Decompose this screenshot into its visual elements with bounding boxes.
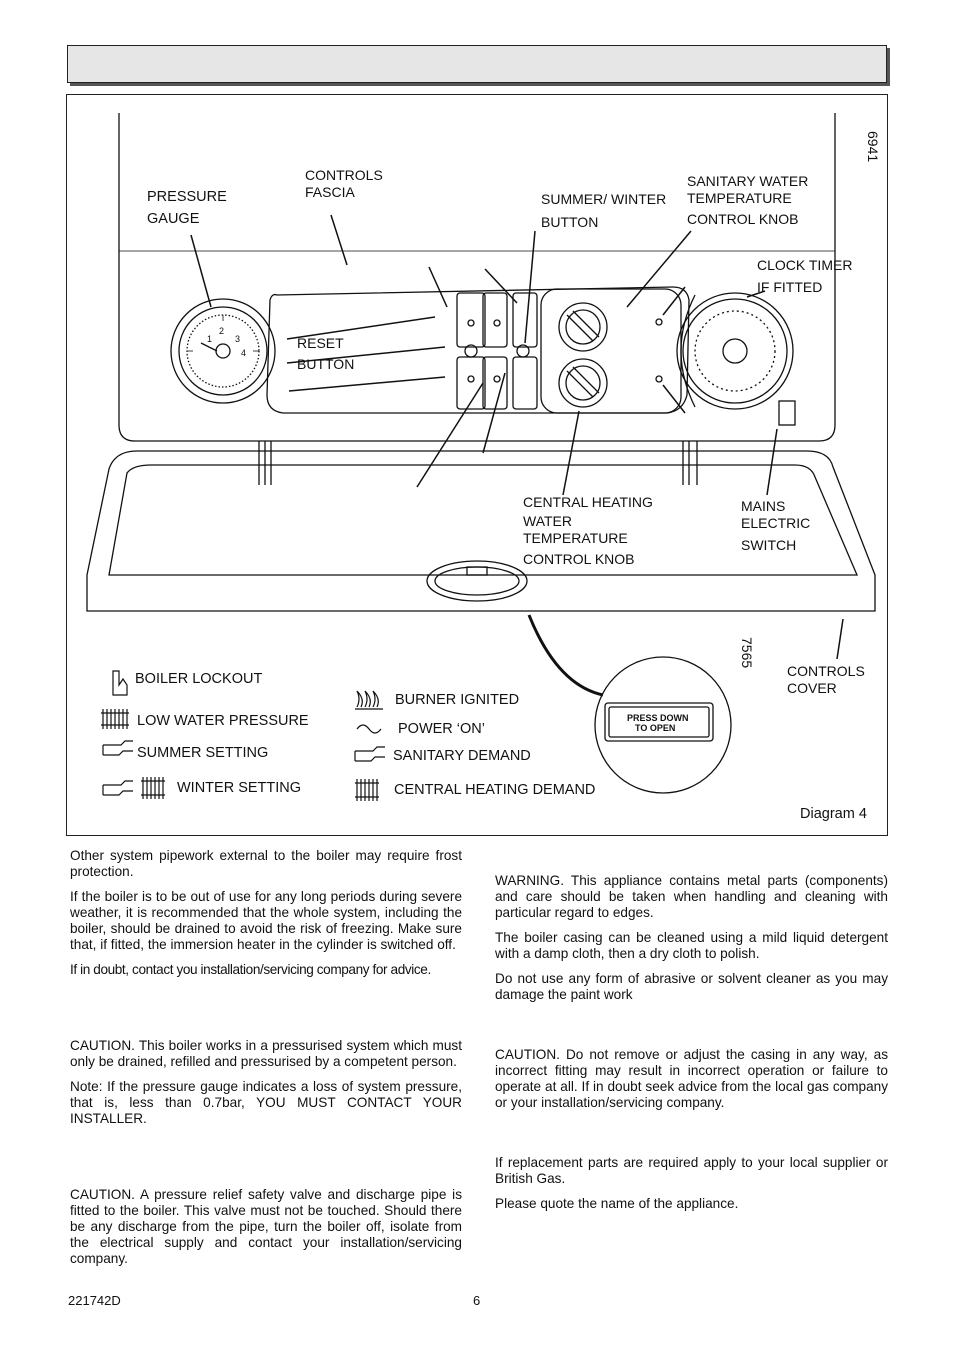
low-water-pressure-icon	[101, 709, 129, 729]
left-paragraph-6: CAUTION. A pressure relief safety valve …	[70, 1187, 462, 1266]
reset-button-label-1: RESET	[297, 335, 344, 351]
sanitary-demand-icon	[354, 746, 385, 762]
legend-burner-ignited: BURNER IGNITED	[395, 692, 520, 708]
controls-fascia-label-1: CONTROLS	[305, 167, 383, 183]
diagram-code-top: 6941	[865, 131, 881, 163]
mains-switch-label-1: MAINS	[741, 498, 786, 514]
reset-button-label-2: BUTTON	[297, 356, 355, 372]
legend-sanitary-demand: SANITARY DEMAND	[393, 748, 531, 764]
left-text-column: Other system pipework external to the bo…	[70, 848, 462, 987]
legend-low-water-pressure: LOW WATER PRESSURE	[137, 713, 309, 729]
controls-cover-label-2: COVER	[787, 680, 837, 696]
winter-setting-sanitary-icon	[102, 780, 133, 796]
sanitary-knob-label-2: TEMPERATURE	[687, 190, 792, 206]
summer-winter-label-2: BUTTON	[541, 214, 599, 230]
pressure-gauge-label-2: GAUGE	[147, 211, 200, 227]
boiler-lockout-icon	[112, 670, 128, 696]
legend-power-on: POWER ‘ON’	[398, 721, 485, 737]
sanitary-knob-label-1: SANITARY WATER	[687, 173, 809, 189]
central-heating-knob	[558, 358, 608, 408]
right-text-column: WARNING. This appliance contains metal p…	[495, 873, 888, 1012]
magnifier-circle	[594, 656, 732, 794]
left-paragraph-3: If in doubt, contact you installation/se…	[70, 962, 431, 977]
ch-knob-label-1: CENTRAL HEATING	[523, 494, 653, 510]
document-code: 221742D	[68, 1293, 121, 1308]
power-on-icon	[356, 724, 382, 734]
reset-button	[464, 344, 478, 358]
clock-timer-label-1: CLOCK TIMER	[757, 257, 853, 273]
central-heating-demand-icon	[355, 779, 379, 801]
summer-winter-label-1: SUMMER/ WINTER	[541, 191, 667, 207]
gauge-number-3: 3	[235, 334, 241, 344]
pressure-gauge-label-1: PRESSURE	[147, 189, 227, 205]
summer-winter-button	[516, 344, 530, 358]
left-paragraph-2: If the boiler is to be out of use for an…	[70, 889, 462, 952]
right-text-column-2: CAUTION. Do not remove or adjust the cas…	[495, 1047, 888, 1120]
summer-setting-icon	[102, 740, 133, 756]
diagram-code-bottom: 7565	[739, 637, 755, 669]
controls-cover	[86, 450, 876, 612]
controls-fascia-label-2: FASCIA	[305, 184, 355, 200]
controls-cover-label-1: CONTROLS	[787, 663, 865, 679]
gauge-number-4: 4	[241, 348, 247, 358]
pressure-gauge	[170, 298, 276, 404]
section-title-bar	[67, 45, 887, 83]
legend-central-heating-demand: CENTRAL HEATING DEMAND	[394, 782, 596, 798]
winter-setting-heating-icon	[141, 777, 165, 799]
boiler-controls-illustration	[86, 113, 876, 801]
right-paragraph-3: Do not use any form of abrasive or solve…	[495, 971, 888, 1002]
right-paragraph-5: If replacement parts are required apply …	[495, 1155, 888, 1186]
left-paragraph-4: CAUTION. This boiler works in a pressuri…	[70, 1038, 462, 1069]
burner-ignited-icon	[355, 690, 383, 710]
left-paragraph-1: Other system pipework external to the bo…	[70, 848, 462, 879]
clock-timer-label-2: IF FITTED	[757, 279, 823, 295]
sanitary-knob-label-3: CONTROL KNOB	[687, 211, 799, 227]
left-paragraph-5: Note: If the pressure gauge indicates a …	[70, 1079, 462, 1126]
press-down-tab	[604, 702, 714, 742]
clock-timer	[676, 292, 794, 410]
diagram-caption: Diagram 4	[800, 806, 867, 822]
legend-summer-setting: SUMMER SETTING	[137, 745, 269, 761]
boiler-controls-diagram: 1 2 3 4 PRESSURE GAUGE CONTROLS FASCIA S…	[66, 94, 888, 836]
mains-switch	[778, 400, 796, 426]
right-text-column-3: If replacement parts are required apply …	[495, 1155, 888, 1221]
ch-knob-label-2: WATER	[523, 513, 572, 529]
left-text-column-2: CAUTION. This boiler works in a pressuri…	[70, 1038, 462, 1136]
press-down-label-2: TO OPEN	[635, 723, 676, 733]
legend-boiler-lockout: BOILER LOCKOUT	[135, 671, 263, 687]
page-number: 6	[473, 1293, 481, 1308]
mains-switch-label-2: ELECTRIC	[741, 515, 811, 531]
legend-winter-setting: WINTER SETTING	[177, 780, 302, 796]
right-paragraph-1: WARNING. This appliance contains metal p…	[495, 873, 888, 920]
press-down-label-1: PRESS DOWN	[627, 713, 689, 723]
gauge-number-2: 2	[219, 326, 225, 336]
left-text-column-3: CAUTION. A pressure relief safety valve …	[70, 1187, 462, 1276]
ch-knob-label-3: TEMPERATURE	[523, 530, 628, 546]
right-paragraph-4: CAUTION. Do not remove or adjust the cas…	[495, 1047, 888, 1110]
right-paragraph-6: Please quote the name of the appliance.	[495, 1196, 739, 1211]
gauge-number-1: 1	[207, 334, 213, 344]
right-paragraph-2: The boiler casing can be cleaned using a…	[495, 930, 888, 961]
mains-switch-label-3: SWITCH	[741, 537, 797, 553]
ch-knob-label-4: CONTROL KNOB	[523, 551, 635, 567]
sanitary-water-knob	[558, 302, 608, 352]
